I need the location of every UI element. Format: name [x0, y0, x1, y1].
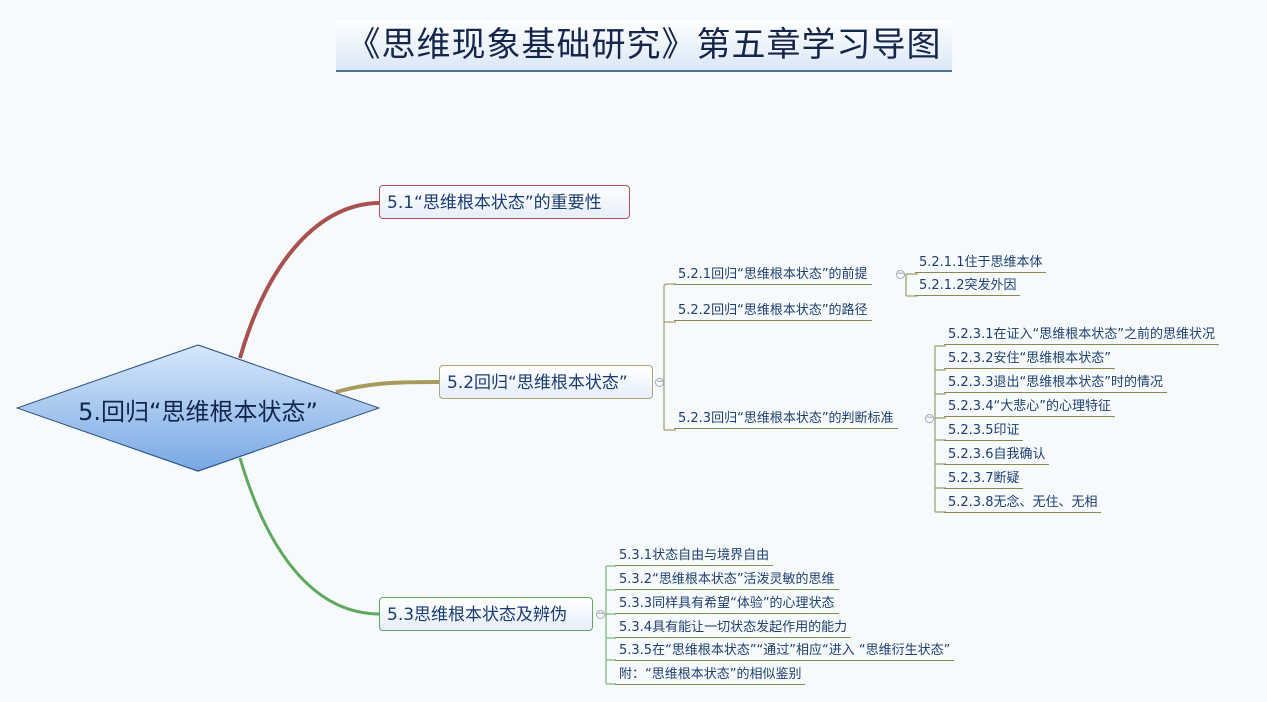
topic-5-2-3-6[interactable]: 5.2.3.6自我确认	[944, 446, 1050, 465]
topic-5-3-1[interactable]: 5.3.1状态自由与境界自由	[615, 547, 774, 566]
topic-5-2-3[interactable]: 5.2.3回归“思维根本状态”的判断标准	[674, 410, 898, 429]
topic-5-2-1[interactable]: 5.2.1回归“思维根本状态”的前提	[674, 266, 872, 285]
topic-5-1[interactable]: 5.1“思维根本状态”的重要性	[379, 185, 630, 219]
topic-5-2-3-7[interactable]: 5.2.3.7断疑	[944, 470, 1024, 489]
collapse-toggle-5-2-3[interactable]: −	[925, 413, 934, 423]
collapse-toggle-5-3[interactable]: −	[596, 609, 605, 619]
topic-5-3-2[interactable]: 5.3.2“思维根本状态”活泼灵敏的思维	[615, 571, 839, 590]
link-central-5-1	[238, 201, 381, 359]
topic-5-2-1-2[interactable]: 5.2.1.2突发外因	[915, 277, 1021, 296]
topic-5-3[interactable]: 5.3思维根本状态及辨伪	[379, 597, 593, 631]
topic-5-2-2[interactable]: 5.2.2回归“思维根本状态”的路径	[674, 302, 872, 321]
topic-5-3-4[interactable]: 5.3.4具有能让一切状态发起作用的能力	[615, 619, 852, 638]
topic-5-2-3-3[interactable]: 5.2.3.3退出“思维根本状态”时的情况	[944, 374, 1167, 393]
topic-5-2-3-5[interactable]: 5.2.3.5印证	[944, 422, 1024, 441]
collapse-toggle-5-2-1[interactable]: −	[896, 269, 905, 279]
topic-5-2-3-1[interactable]: 5.2.3.1在证入“思维根本状态”之前的思维状况	[944, 326, 1219, 345]
topic-5-2-1-1[interactable]: 5.2.1.1住于思维本体	[915, 254, 1047, 273]
topic-5-3-5[interactable]: 5.3.5在“思维根本状态”“通过”相应“进入 “思维衍生状态”	[615, 642, 955, 661]
topic-5-2-3-8[interactable]: 5.2.3.8无念、无住、无相	[944, 494, 1102, 513]
topic-5-2-3-4[interactable]: 5.2.3.4“大悲心”的心理特征	[944, 398, 1115, 417]
link-central-5-3	[238, 457, 381, 616]
topic-5-2[interactable]: 5.2回归“思维根本状态”	[439, 365, 653, 399]
central-topic-label: 5.回归“思维根本状态”	[78, 398, 318, 426]
topic-5-2-3-2[interactable]: 5.2.3.2安住“思维根本状态”	[944, 350, 1115, 369]
central-topic-border	[16, 344, 380, 472]
collapse-toggle-5-2[interactable]: −	[655, 377, 664, 387]
topic-5-3-3[interactable]: 5.3.3同样具有希望“体验”的心理状态	[615, 595, 839, 614]
topic-5-3-appendix[interactable]: 附：“思维根本状态”的相似鉴别	[615, 666, 806, 685]
link-central-5-2	[335, 380, 441, 394]
page-title: 《思维现象基础研究》第五章学习导图	[336, 20, 952, 72]
